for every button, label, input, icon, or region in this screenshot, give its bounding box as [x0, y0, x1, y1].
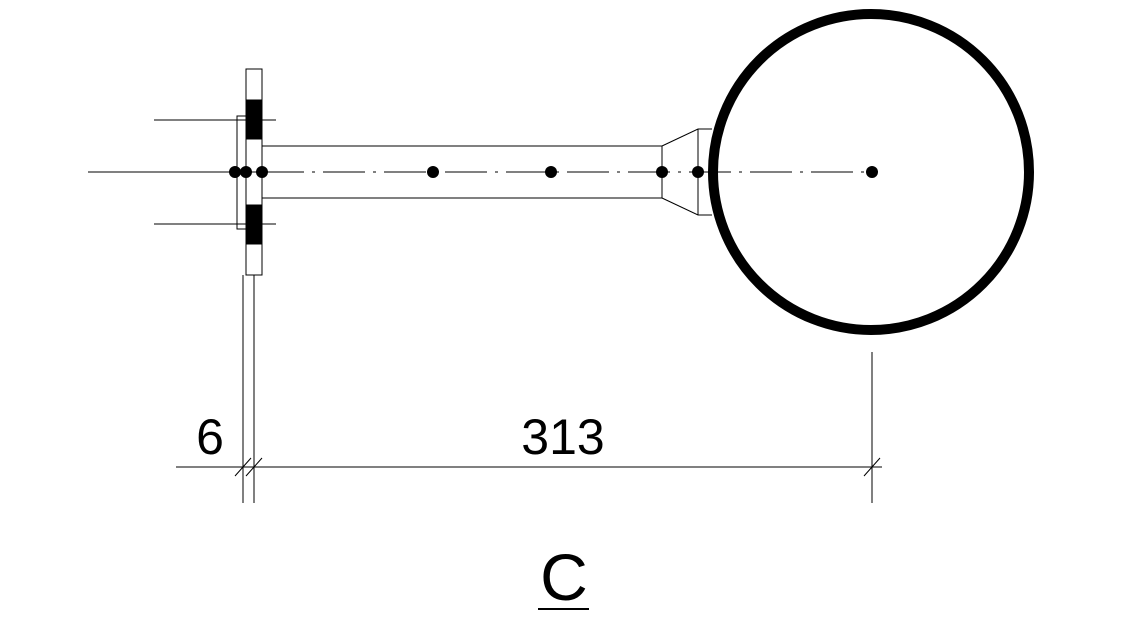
tick-1: [234, 457, 252, 477]
detail-label: C: [540, 540, 588, 614]
point-e: [545, 166, 557, 178]
point-c: [256, 166, 268, 178]
point-center: [866, 166, 878, 178]
point-f: [656, 166, 668, 178]
dimension-arm-length: 313: [521, 409, 604, 465]
collar-taper-bottom: [661, 197, 712, 216]
bolt-block-top: [246, 99, 262, 140]
tick-2: [245, 457, 263, 477]
collar-taper: [661, 128, 712, 147]
round-section: [708, 9, 1034, 335]
point-a: [229, 166, 241, 178]
point-b: [240, 166, 252, 178]
dimension-flange-thickness: 6: [196, 409, 224, 465]
centerline-points: [229, 166, 878, 178]
point-d: [427, 166, 439, 178]
bolt-block-bottom: [246, 204, 262, 245]
point-g: [692, 166, 704, 178]
dimension-lines: [176, 275, 882, 503]
tick-3: [863, 457, 881, 477]
